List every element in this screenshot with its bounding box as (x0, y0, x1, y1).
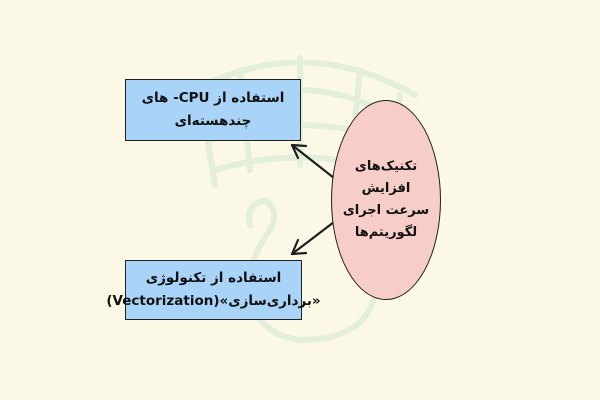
arrowhead-bottom (290, 238, 308, 256)
arrow-to-bottom (290, 220, 336, 256)
arrow-to-top (290, 143, 336, 180)
ellipse-line: سرعت اجرای (342, 203, 430, 218)
box-line: استفاده از CPU- های (141, 90, 285, 106)
box-line: استفاده از تکنولوژی (145, 270, 282, 286)
box-line: «برداری‌سازی»(Vectorization) (106, 293, 321, 309)
box-line: چندهسته‌ای (174, 113, 252, 129)
arrowhead-top (290, 143, 308, 160)
ellipse-line: لگوریتم‌ها (354, 225, 418, 240)
ellipse-line: افزایش (361, 181, 411, 196)
vectorization-box: استفاده از تکنولوژی «برداری‌سازی»(Vector… (106, 260, 321, 320)
ellipse-line: تکنیک‌های (354, 159, 418, 174)
multicore-cpu-box: استفاده از CPU- های چندهسته‌ای (125, 79, 301, 141)
central-topic-ellipse: تکنیک‌های افزایش سرعت اجرای لگوریتم‌ها (331, 100, 441, 300)
